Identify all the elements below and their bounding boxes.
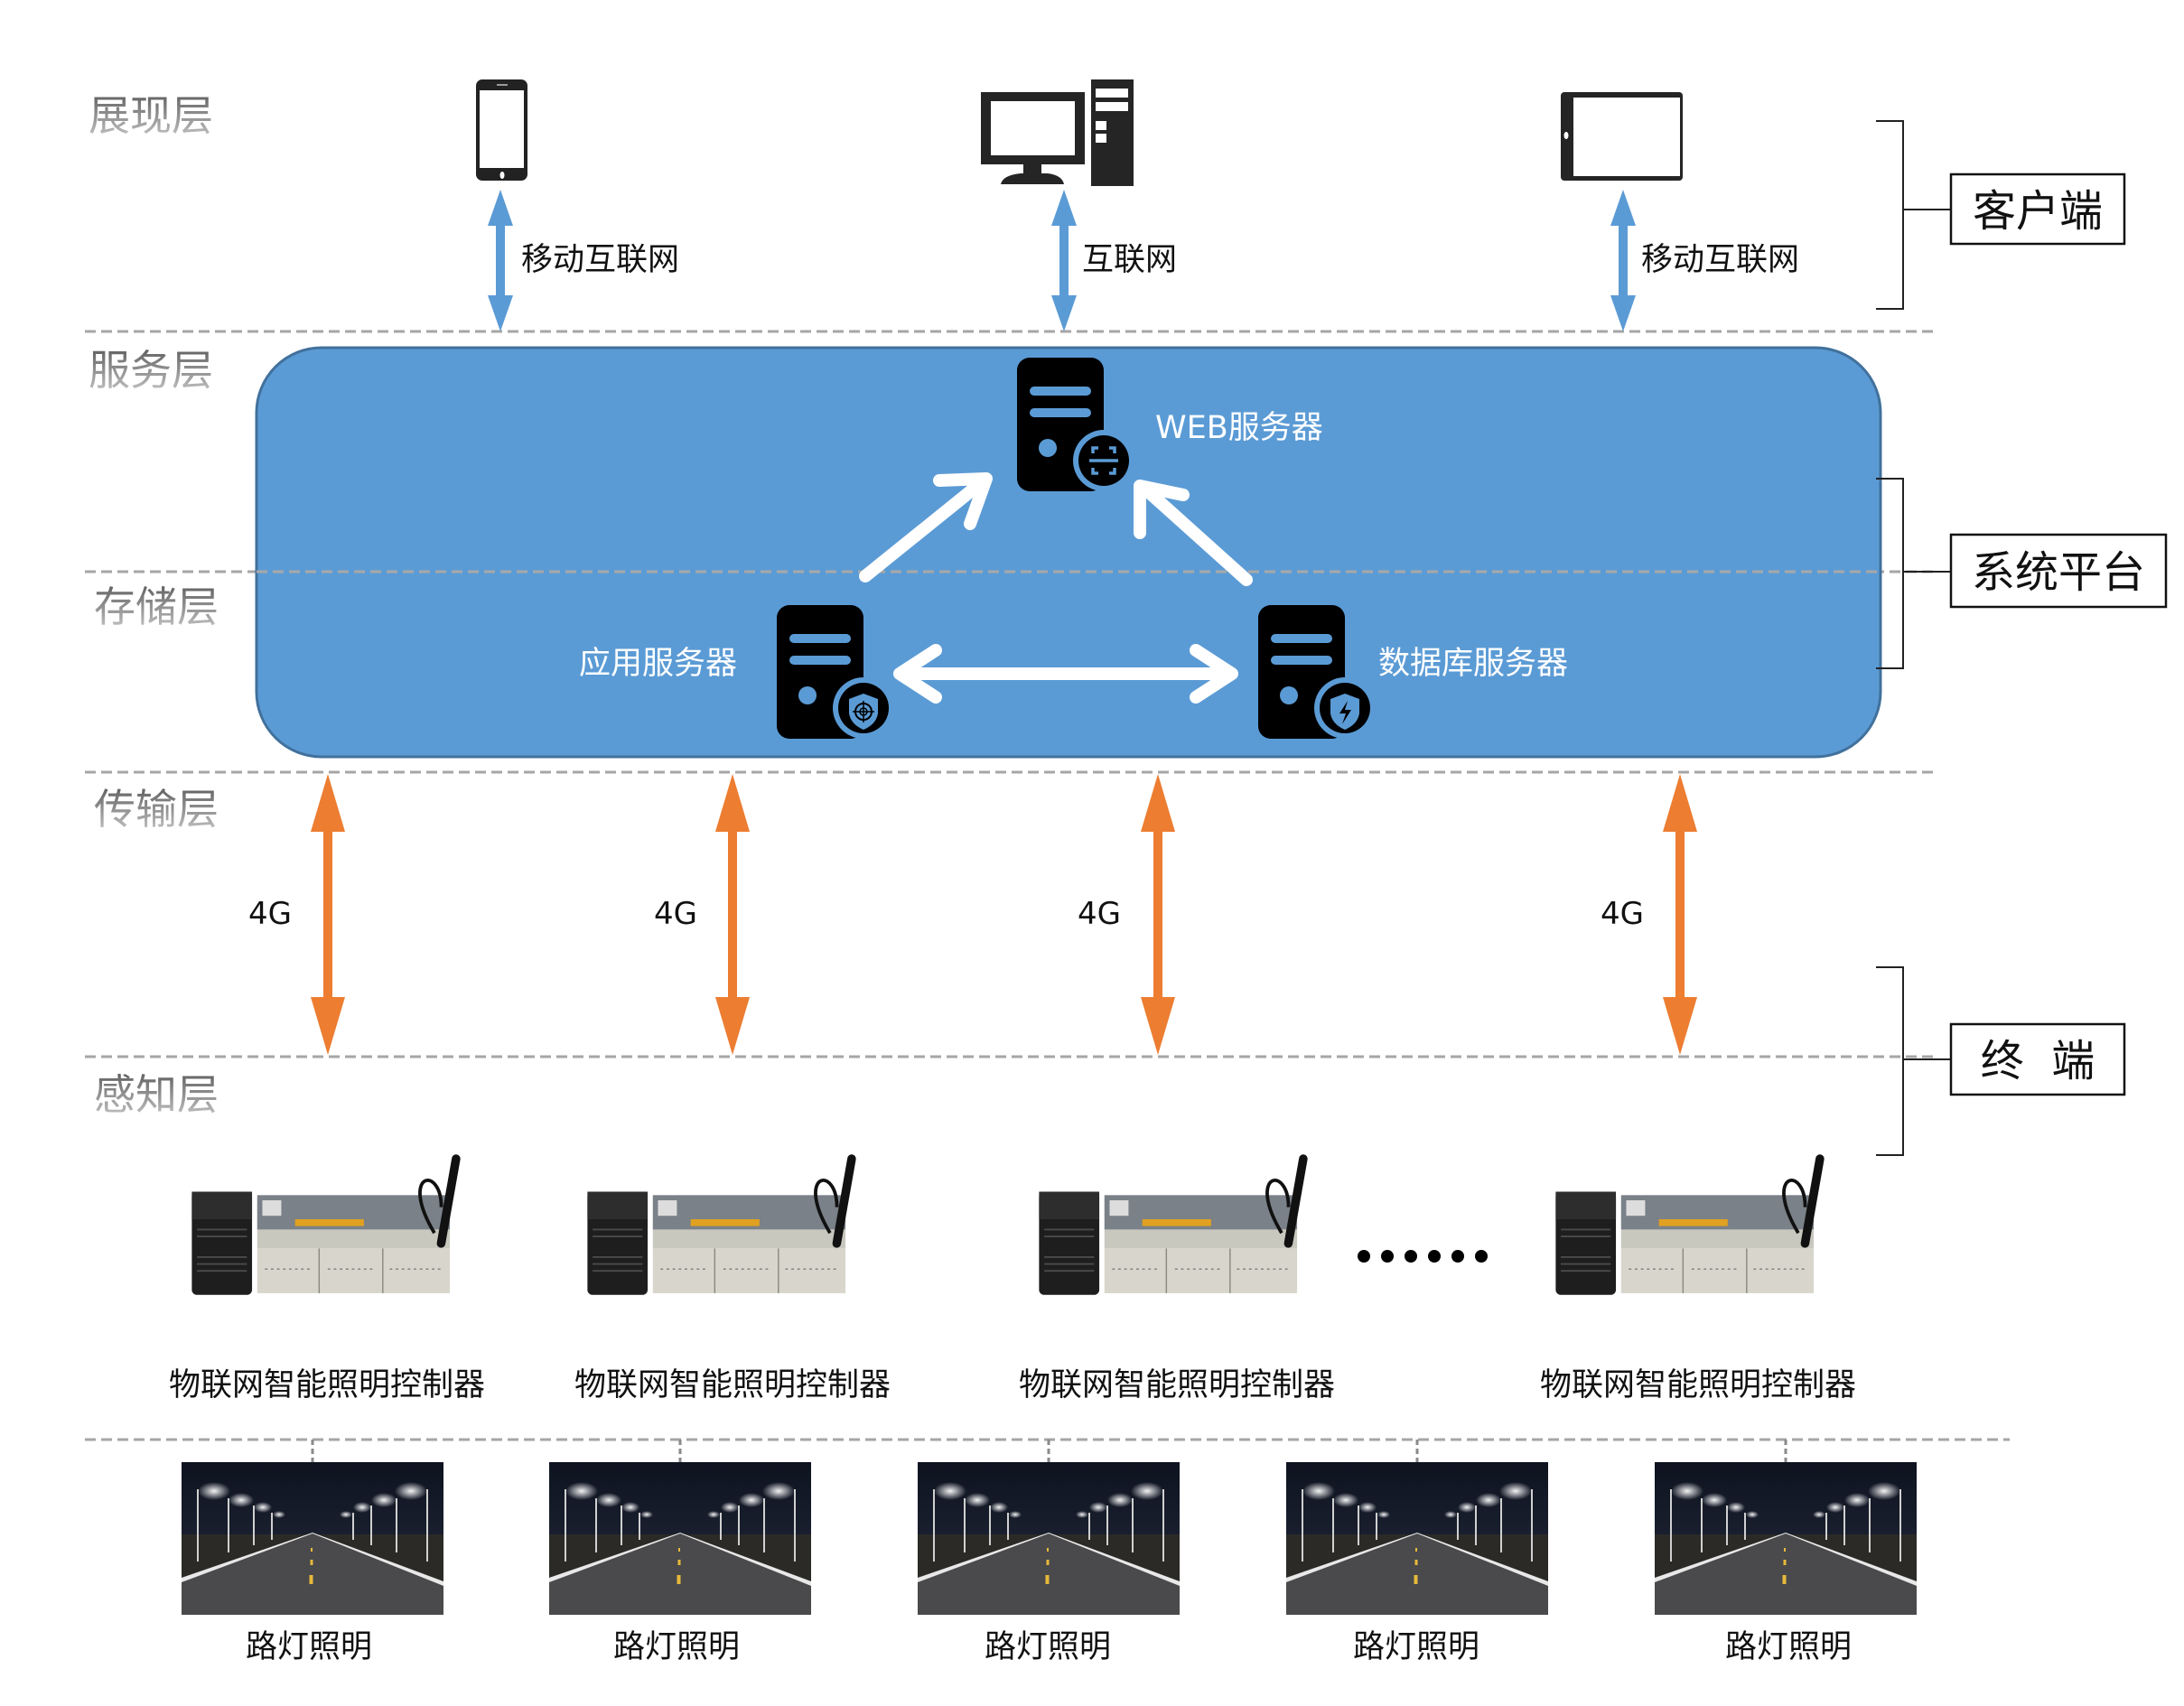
link-label-internet: 互联网	[1082, 242, 1177, 278]
controller-2	[587, 1154, 856, 1295]
client-links	[488, 190, 1636, 331]
link-label-mobile-internet-1: 移动互联网	[521, 242, 679, 278]
street-light-label-3: 路灯照明	[985, 1629, 1111, 1665]
app-server-icon	[777, 605, 894, 739]
db-server-label: 数据库服务器	[1378, 646, 1568, 682]
controller-1	[191, 1154, 461, 1295]
arrow-db-to-web	[1134, 480, 1253, 586]
side-group-platform: 系统平台	[1876, 478, 2168, 669]
layer-label-storage: 存储层	[94, 583, 219, 631]
arrow-app-db-bidirectional	[893, 644, 1238, 704]
side-label-client: 客户端	[1973, 186, 2103, 237]
layer-label-service: 服务层	[89, 346, 213, 395]
layer-label-transport: 传输层	[94, 785, 219, 834]
client-link-arrow-1	[488, 190, 513, 331]
layer-labels: 展现层 服务层 存储层 传输层 感知层	[89, 91, 219, 1119]
street-light-label-5: 路灯照明	[1725, 1629, 1852, 1665]
tablet-icon	[1561, 92, 1683, 181]
street-light-label-4: 路灯照明	[1353, 1629, 1479, 1665]
street-light-photo-4	[1286, 1462, 1548, 1615]
street-light-label-1: 路灯照明	[246, 1629, 372, 1665]
system-platform-box	[255, 346, 1882, 759]
transport-label-3: 4G	[1078, 896, 1121, 932]
controller-label-4: 物联网智能照明控制器	[1540, 1367, 1856, 1403]
arrow-app-to-web	[859, 472, 993, 583]
scan-icon	[1089, 446, 1118, 475]
transport-links	[311, 774, 1697, 1055]
transport-label-2: 4G	[654, 896, 697, 932]
street-light-photo-3	[918, 1462, 1180, 1615]
side-label-platform: 系统平台	[1972, 547, 2145, 598]
web-server-label: WEB服务器	[1155, 410, 1323, 446]
transport-link-arrow-1	[311, 774, 345, 1055]
side-label-terminal: 终 端	[1981, 1036, 2095, 1086]
transport-link-arrow-3	[1141, 774, 1175, 1055]
controller-label-2: 物联网智能照明控制器	[574, 1367, 891, 1403]
street-light-photo-5	[1655, 1462, 1917, 1615]
layer-label-perception: 感知层	[94, 1070, 219, 1119]
server-flow-arrows	[859, 472, 1253, 704]
desktop-computer-icon	[981, 79, 1134, 186]
controller-3	[1039, 1154, 1308, 1295]
db-server-icon	[1258, 605, 1376, 739]
side-group-terminal: 终 端	[1876, 966, 2126, 1156]
more-controllers-ellipsis	[1358, 1250, 1488, 1263]
client-link-arrow-2	[1051, 190, 1077, 331]
app-server-label: 应用服务器	[579, 646, 737, 682]
shield-target-icon	[849, 694, 878, 730]
transport-label-4: 4G	[1601, 896, 1644, 932]
street-light-photo-2	[549, 1462, 811, 1615]
controller-label-3: 物联网智能照明控制器	[1019, 1367, 1335, 1403]
controller-4	[1555, 1154, 1825, 1295]
web-server-icon	[1017, 358, 1134, 491]
transport-link-arrow-4	[1663, 774, 1697, 1055]
light-connectors	[311, 1440, 1787, 1462]
transport-label-1: 4G	[248, 896, 292, 932]
shield-lightning-icon	[1330, 694, 1359, 730]
street-light-label-2: 路灯照明	[613, 1629, 740, 1665]
street-light-photo-1	[182, 1462, 443, 1615]
client-link-arrow-3	[1610, 190, 1636, 331]
smartphone-icon	[476, 79, 527, 181]
link-label-mobile-internet-2: 移动互联网	[1641, 242, 1799, 278]
layer-label-presentation: 展现层	[89, 91, 213, 140]
side-group-client: 客户端	[1876, 120, 2126, 310]
controller-label-1: 物联网智能照明控制器	[169, 1367, 485, 1403]
transport-link-arrow-2	[715, 774, 750, 1055]
